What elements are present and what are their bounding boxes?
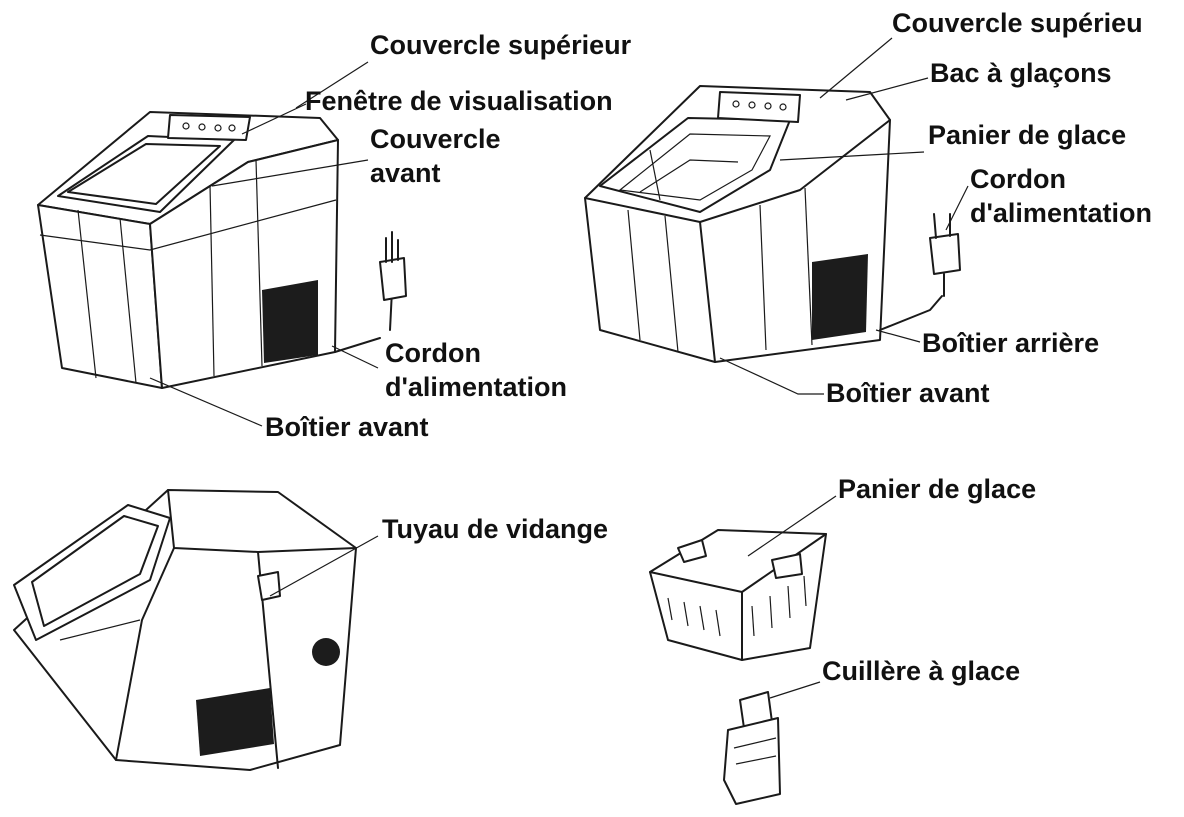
label-power-cord-open-line2: d'alimentation — [970, 196, 1152, 230]
ice-maker-open — [585, 86, 960, 362]
label-ice-basket-open: Panier de glace — [928, 118, 1126, 152]
label-rear-housing: Boîtier arrière — [922, 326, 1099, 360]
label-power-cord-open-line1: Cordon — [970, 162, 1066, 196]
ice-maker-tilted — [14, 490, 356, 770]
label-ice-tray: Bac à glaçons — [930, 56, 1112, 90]
ice-maker-closed — [38, 112, 406, 388]
label-ice-basket-accessory: Panier de glace — [838, 472, 1036, 506]
label-front-housing-closed: Boîtier avant — [265, 410, 429, 444]
label-front-housing-open: Boîtier avant — [826, 376, 990, 410]
label-top-cover-closed: Couvercle supérieur — [370, 28, 631, 62]
label-power-cord-closed-line2: d'alimentation — [385, 370, 567, 404]
ice-basket-accessory — [650, 530, 826, 660]
ice-scoop-accessory — [724, 692, 780, 804]
label-drain-hose: Tuyau de vidange — [382, 512, 608, 546]
label-top-cover-open: Couvercle supérieu — [892, 6, 1143, 40]
label-power-cord-closed-line1: Cordon — [385, 336, 481, 370]
label-front-cover-line2: avant — [370, 156, 441, 190]
label-viewing-window: Fenêtre de visualisation — [305, 84, 613, 118]
label-ice-scoop: Cuillère à glace — [822, 654, 1020, 688]
label-front-cover-line1: Couvercle — [370, 122, 501, 156]
